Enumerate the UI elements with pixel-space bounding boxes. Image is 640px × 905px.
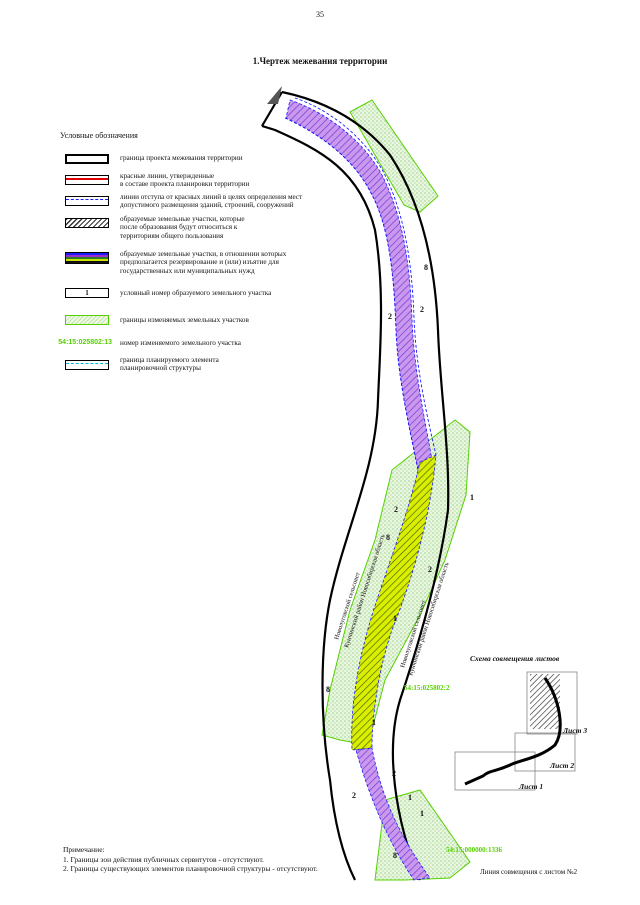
inset-sheet-label-1: Лист 1 xyxy=(518,782,543,791)
inset-sheet-3 xyxy=(526,671,578,735)
boundary-left xyxy=(261,124,383,881)
inset-sheet-label-3: Лист 3 xyxy=(562,726,587,735)
map-plot-label: 1 xyxy=(393,614,397,623)
cadastral-label: 54:15:000000:1336 xyxy=(446,846,502,854)
map-plot-label: 2 xyxy=(352,791,356,800)
changed-plot-area-top xyxy=(349,99,439,213)
note-item: 1. Границы зон действия публичных сервит… xyxy=(63,854,264,864)
legend-item-reserved-plots: образуемые земельные участки, в отношени… xyxy=(20,250,350,275)
legend-item-plot-number: 1 условный номер образуемого земельного … xyxy=(20,287,350,311)
inset-sheet-label-2: Лист 2 xyxy=(549,761,574,770)
reserved-strip-bottom xyxy=(355,747,431,881)
map-plot-label: 8 xyxy=(424,263,428,272)
boundary-right xyxy=(281,90,450,881)
cadastral-number-legend-icon: 54:15:025802:13 xyxy=(58,339,112,346)
legend-item-red-lines: красные линии, утвержденные в составе пр… xyxy=(20,172,350,196)
map-plot-label: 2 xyxy=(428,565,432,574)
legend-item-planned-element: граница планируемого элемента планировоч… xyxy=(20,356,350,380)
cadastral-label: 54:15:025802:2 xyxy=(404,684,450,692)
north-arrow-icon xyxy=(267,86,282,104)
map-plot-label: 1 xyxy=(408,793,412,802)
page-number: 35 xyxy=(316,10,324,19)
map-plot-label: 1 xyxy=(372,718,376,727)
inset-sheet-1 xyxy=(454,751,536,791)
map-plot-label: 8 xyxy=(326,685,330,694)
plot-number-legend-icon: 1 xyxy=(65,288,109,298)
public-plot-strip xyxy=(351,454,437,751)
legend-item-setback-lines: линии отступа от красных линий в целях о… xyxy=(20,193,350,217)
legend-item-boundary: граница проекта межевания территории xyxy=(20,152,350,176)
notes-heading: Примечание: xyxy=(63,845,105,854)
public-plot-legend-icon xyxy=(65,218,109,228)
drawing-title: 1.Чертеж межевания территории xyxy=(252,56,388,66)
note-item: 2. Границы существующих элементов планир… xyxy=(63,864,318,873)
map-plot-label: 2 xyxy=(394,505,398,514)
legend-item-changed-plots: границы изменяемых земельных участков xyxy=(20,313,350,337)
setback-line-left xyxy=(284,117,419,471)
legend-item-public-plots: образуемые земельные участки, которые по… xyxy=(20,215,350,240)
map-plot-label: 1 xyxy=(470,493,474,502)
map-plot-label: 1 xyxy=(420,809,424,818)
changed-plot-legend-icon xyxy=(65,315,109,325)
map-plot-label: 8 xyxy=(393,851,397,860)
sheet-join-label: Линия совмещения с листом №2 xyxy=(480,868,578,876)
red-line-legend-icon xyxy=(65,175,109,185)
map-plot-label: 2 xyxy=(388,312,392,321)
legend-item-changed-plot-number: 54:15:025802:13 номер изменяемого земель… xyxy=(20,337,350,361)
planned-element-legend-icon xyxy=(65,360,109,370)
inset-title: Схема совмещения листов xyxy=(470,654,560,663)
map-plot-label: 2 xyxy=(392,769,396,778)
boundary-legend-icon xyxy=(65,154,109,164)
notes-block: Примечание: 1. Границы зон действия публ… xyxy=(63,845,318,874)
setback-line-legend-icon xyxy=(65,196,109,206)
map-plot-label: 8 xyxy=(386,533,390,542)
setback-line-right xyxy=(294,97,437,456)
inset-route-line xyxy=(464,677,562,786)
legend-title: Условные обозначения xyxy=(60,131,138,140)
map-plot-label: 2 xyxy=(420,305,424,314)
reserved-plot-legend-icon xyxy=(65,252,109,264)
